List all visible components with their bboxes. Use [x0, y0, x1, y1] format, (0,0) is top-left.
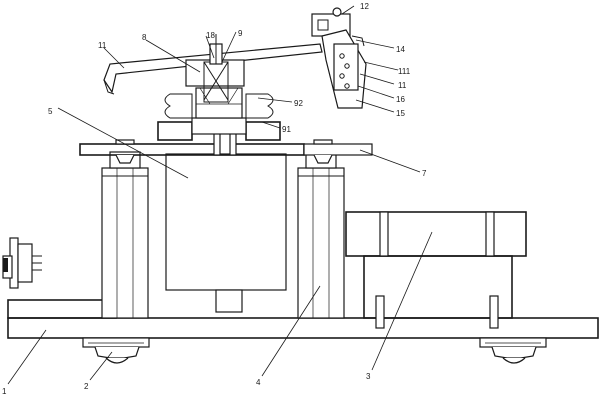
- label-11-right: 11: [398, 81, 407, 90]
- foot-left: [82, 337, 150, 364]
- label-1: 1: [2, 387, 7, 396]
- label-91: 91: [282, 125, 291, 134]
- side-switch: [2, 237, 42, 289]
- bellows-hub: [157, 87, 281, 141]
- callout-labels: 1 2 3 4 5 7 8 9 11 11 12 14 15 16 18 91 …: [2, 2, 427, 396]
- label-5: 5: [48, 107, 53, 116]
- label-15: 15: [396, 109, 405, 118]
- leader-lines: [7, 5, 433, 385]
- column-right: [297, 151, 345, 319]
- column-left: [101, 151, 149, 319]
- label-111: 111: [398, 67, 411, 76]
- motor-housing: [165, 153, 287, 313]
- label-14: 14: [396, 45, 405, 54]
- label-9: 9: [238, 29, 243, 38]
- label-2: 2: [84, 382, 89, 391]
- label-7: 7: [422, 169, 427, 178]
- label-11-left: 11: [98, 41, 107, 50]
- label-16: 16: [396, 95, 405, 104]
- block-assembly: [345, 211, 527, 329]
- label-92: 92: [294, 99, 303, 108]
- tonearm: [103, 7, 367, 109]
- label-12: 12: [360, 2, 369, 11]
- label-18: 18: [206, 31, 215, 40]
- label-8: 8: [142, 33, 147, 42]
- foot-right: [479, 337, 547, 364]
- label-4: 4: [256, 378, 261, 387]
- label-3: 3: [366, 372, 371, 381]
